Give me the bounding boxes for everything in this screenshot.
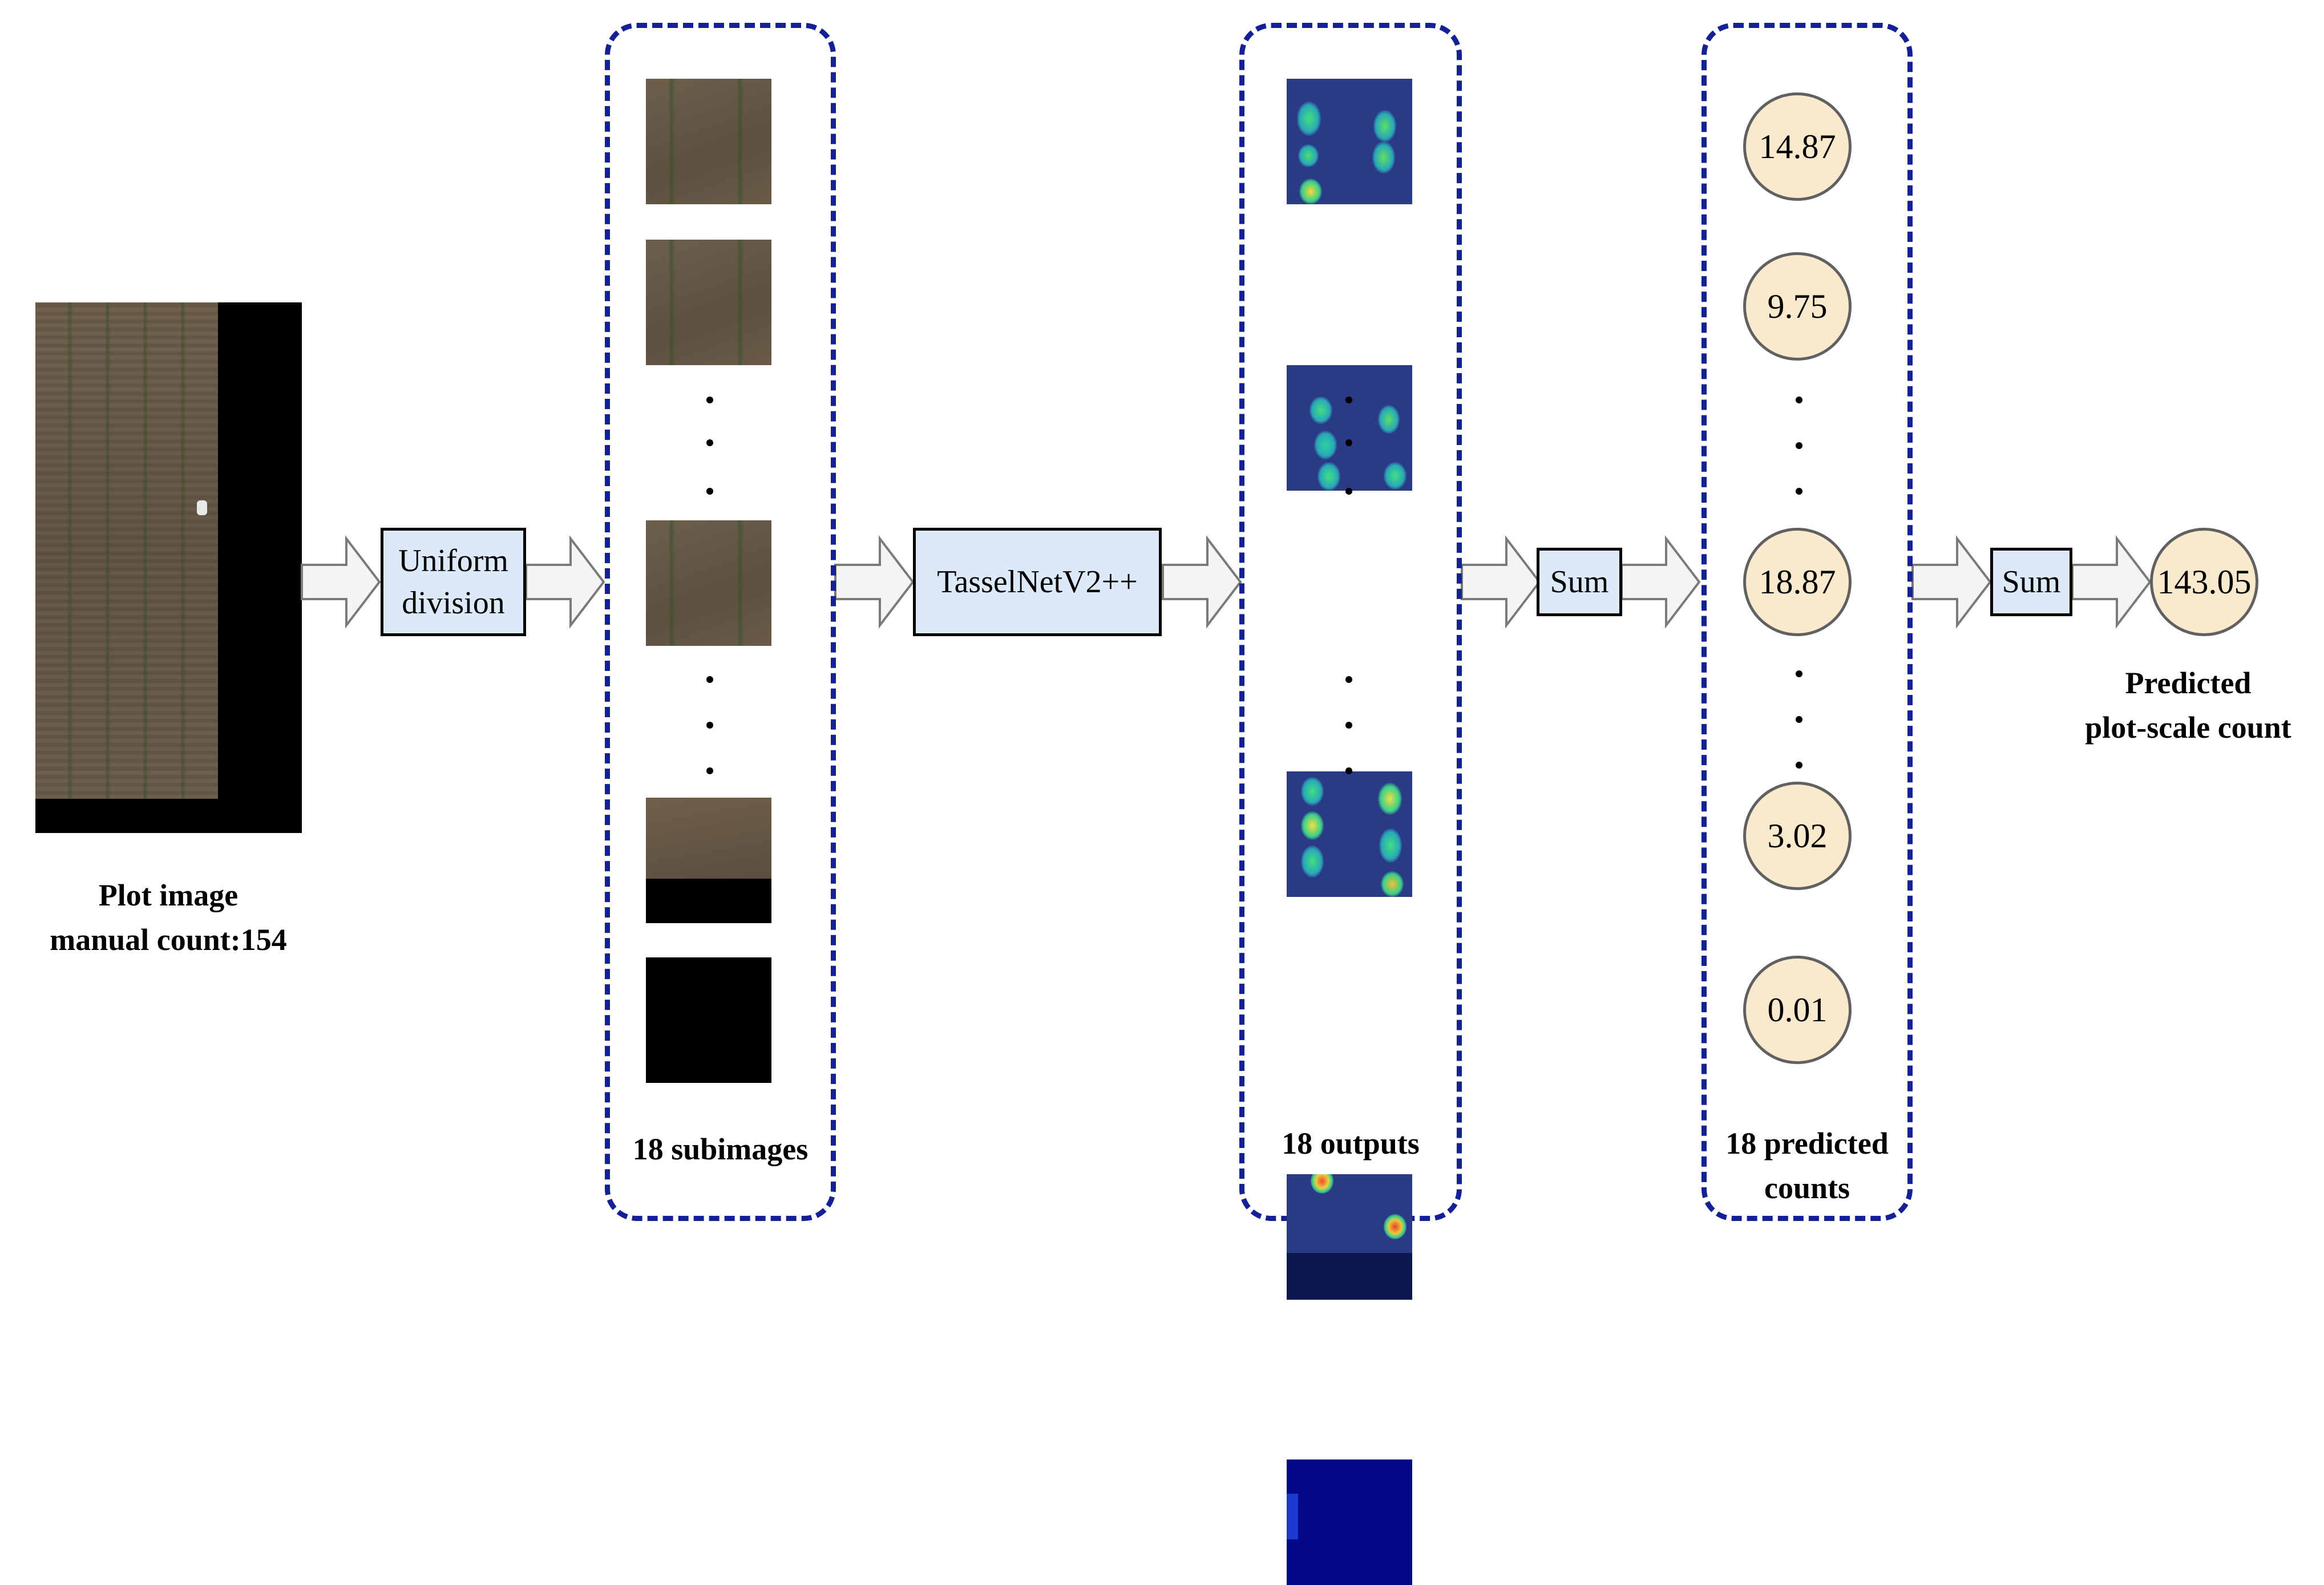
count-circle: 0.01 <box>1743 956 1852 1064</box>
predicted-counts-group <box>1701 23 1913 1221</box>
ellipsis-dot <box>1345 397 1352 403</box>
ellipsis-dot <box>706 676 713 683</box>
arrow-icon <box>834 535 915 629</box>
density-map <box>1287 365 1412 491</box>
model-box: TasselNetV2++ <box>913 528 1162 636</box>
ellipsis-dot <box>1796 488 1802 495</box>
subimages-label: 18 subimages <box>632 1132 809 1166</box>
ellipsis-dot <box>1796 716 1802 723</box>
subimages-group <box>605 23 836 1221</box>
arrow-icon <box>301 535 381 629</box>
ellipsis-dot <box>706 439 713 446</box>
final-count-label-line2: plot-scale count <box>2085 710 2291 745</box>
plot-caption: Plot image manual count:154 <box>0 873 337 962</box>
uniform-division-box: Uniform division <box>381 528 526 636</box>
count-circle: 3.02 <box>1743 782 1852 890</box>
plot-marker <box>197 500 207 515</box>
ellipsis-dot <box>1345 722 1352 729</box>
plot-image <box>35 302 302 833</box>
ellipsis-dot <box>706 767 713 774</box>
final-count-label: Predicted plot-scale count <box>2054 661 2322 750</box>
predicted-counts-label-line1: 18 predicted <box>1725 1126 1889 1161</box>
final-count-label-line1: Predicted <box>2125 666 2252 700</box>
ellipsis-dot <box>1796 670 1802 677</box>
density-map <box>1287 771 1412 897</box>
arrow-icon <box>2071 535 2152 629</box>
count-circle: 14.87 <box>1743 92 1852 201</box>
ellipsis-dot <box>706 397 713 403</box>
ellipsis-dot <box>1345 676 1352 683</box>
arrow-icon <box>1162 535 1242 629</box>
subimage <box>646 79 771 204</box>
subimage <box>646 240 771 365</box>
ellipsis-dot <box>706 488 713 495</box>
count-circle: 9.75 <box>1743 252 1852 361</box>
uniform-division-line2: division <box>402 585 505 621</box>
plot-field-texture <box>35 302 218 799</box>
plot-caption-line1: Plot image <box>98 878 239 912</box>
count-circle: 18.87 <box>1743 528 1852 636</box>
outputs-label: 18 outputs <box>1282 1126 1420 1161</box>
ellipsis-dot <box>1796 442 1802 449</box>
density-map <box>1287 79 1412 204</box>
predicted-counts-label-line2: counts <box>1764 1171 1850 1205</box>
final-count-circle: 143.05 <box>2150 528 2258 636</box>
subimage-partial <box>646 798 771 923</box>
ellipsis-dot <box>1345 767 1352 774</box>
plot-caption-line2: manual count:154 <box>50 923 287 957</box>
ellipsis-dot <box>1796 762 1802 769</box>
density-map <box>1287 1174 1412 1300</box>
uniform-division-line1: Uniform <box>398 543 508 579</box>
subimage-empty <box>646 957 771 1083</box>
arrow-icon <box>1911 535 1992 629</box>
sum-box-2: Sum <box>1990 548 2072 616</box>
ellipsis-dot <box>1345 439 1352 446</box>
predicted-counts-label: 18 predicted counts <box>1701 1121 1913 1210</box>
arrow-icon <box>1620 535 1701 629</box>
ellipsis-dot <box>706 722 713 729</box>
sum-box-1: Sum <box>1537 548 1622 616</box>
arrow-icon <box>525 535 605 629</box>
ellipsis-dot <box>1796 397 1802 403</box>
subimage <box>646 520 771 646</box>
ellipsis-dot <box>1345 488 1352 495</box>
arrow-icon <box>1461 535 1541 629</box>
density-map <box>1287 1459 1412 1585</box>
